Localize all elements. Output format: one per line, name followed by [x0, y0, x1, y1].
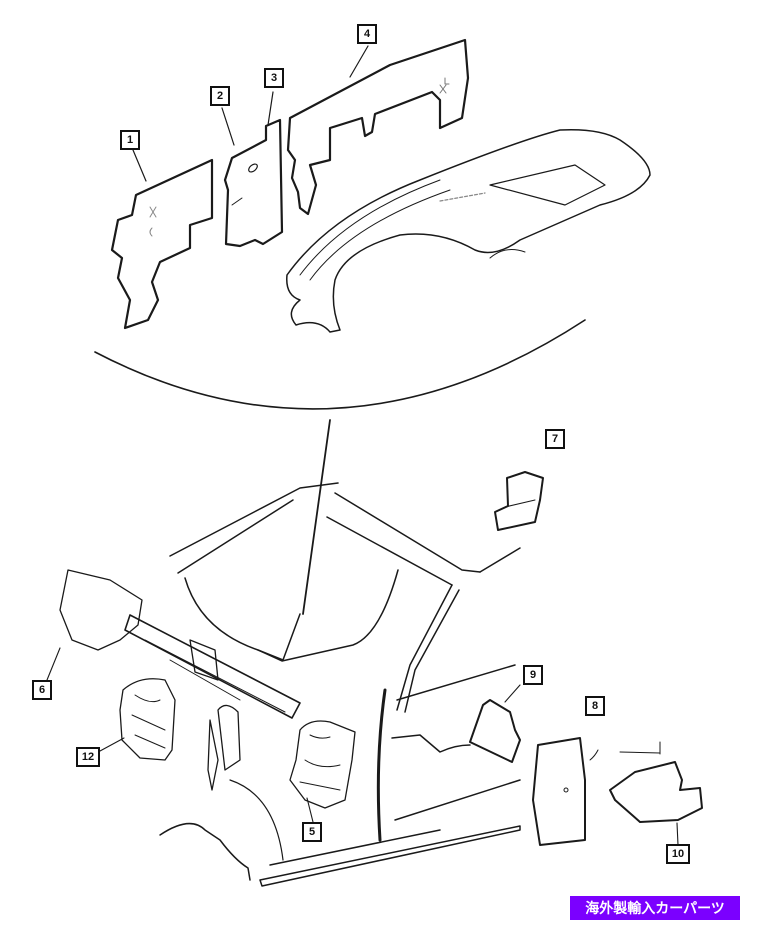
callout-9: 9	[523, 665, 543, 685]
callout-2: 2	[210, 86, 230, 106]
callout-1: 1	[120, 130, 140, 150]
callout-4: 4	[357, 24, 377, 44]
detail-arc	[94, 319, 586, 410]
insulation-part-9	[469, 699, 521, 763]
insulation-part-7	[494, 471, 544, 531]
callout-10: 10	[666, 844, 690, 864]
insulation-part-5	[289, 720, 356, 809]
insulation-panel-4	[286, 38, 470, 216]
windshield-frame	[169, 482, 521, 713]
callout-3: 3	[264, 68, 284, 88]
callout-12: 12	[76, 747, 100, 767]
cowl-structure	[59, 569, 301, 791]
leader-line-1	[132, 149, 147, 182]
insulation-part-8	[532, 737, 599, 846]
leader-line-3	[267, 91, 274, 126]
insulation-panel-1	[110, 158, 214, 330]
leader-line-6	[46, 647, 61, 681]
leader-line-2	[221, 107, 235, 146]
callout-7: 7	[545, 429, 565, 449]
leader-line-9	[504, 684, 521, 703]
callout-6: 6	[32, 680, 52, 700]
leader-line-12	[99, 737, 125, 752]
insulation-panel-2-3	[223, 118, 284, 248]
insulation-part-12	[119, 678, 176, 761]
body-side	[159, 664, 521, 887]
callout-8: 8	[585, 696, 605, 716]
detail-pointer-line	[302, 419, 331, 615]
import-parts-badge: 海外製輸入カーパーツ	[570, 896, 740, 920]
leader-line-4	[349, 45, 369, 78]
callout-5: 5	[302, 822, 322, 842]
leader-line-10	[676, 822, 679, 846]
insulation-part-10	[609, 741, 703, 823]
leader-line-5	[306, 797, 314, 823]
instrument-panel	[286, 128, 651, 333]
